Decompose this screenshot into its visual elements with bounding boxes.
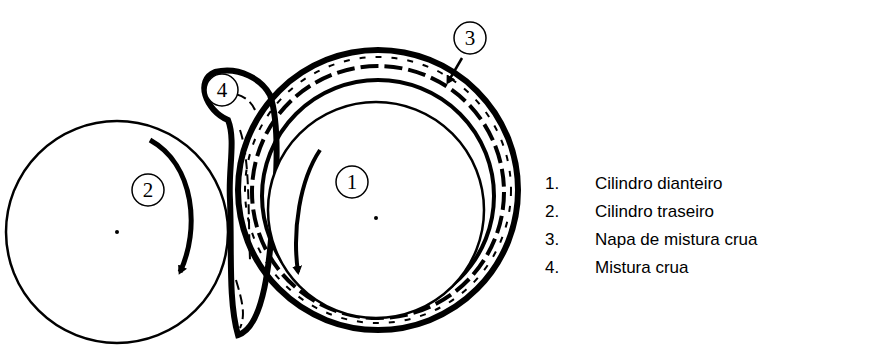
rotation-arrow	[296, 150, 320, 272]
raw-mix-nappe	[238, 50, 518, 330]
part-name: Mistura crua	[595, 258, 689, 278]
list-number: 3.	[545, 230, 559, 250]
callout-circle: 4	[205, 73, 239, 107]
part-name: Cilindro traseiro	[595, 202, 714, 222]
list-number: 2.	[545, 202, 559, 222]
callout-number: 4	[205, 78, 239, 103]
front-cylinder	[268, 102, 484, 318]
callout-circle: 2	[131, 173, 165, 207]
rear-cylinder	[6, 121, 228, 343]
callout-number: 1	[335, 170, 369, 195]
callout-circle: 1	[335, 165, 369, 199]
callout-number: 3	[453, 26, 487, 51]
rotation-arrow	[150, 140, 191, 272]
list-number: 1.	[545, 174, 559, 194]
callout-number: 2	[131, 178, 165, 203]
part-name: Cilindro dianteiro	[595, 174, 723, 194]
list-number: 4.	[545, 258, 559, 278]
callout-circle: 3	[453, 21, 487, 55]
part-name: Napa de mistura crua	[595, 230, 758, 250]
leader-arrow	[448, 58, 462, 82]
